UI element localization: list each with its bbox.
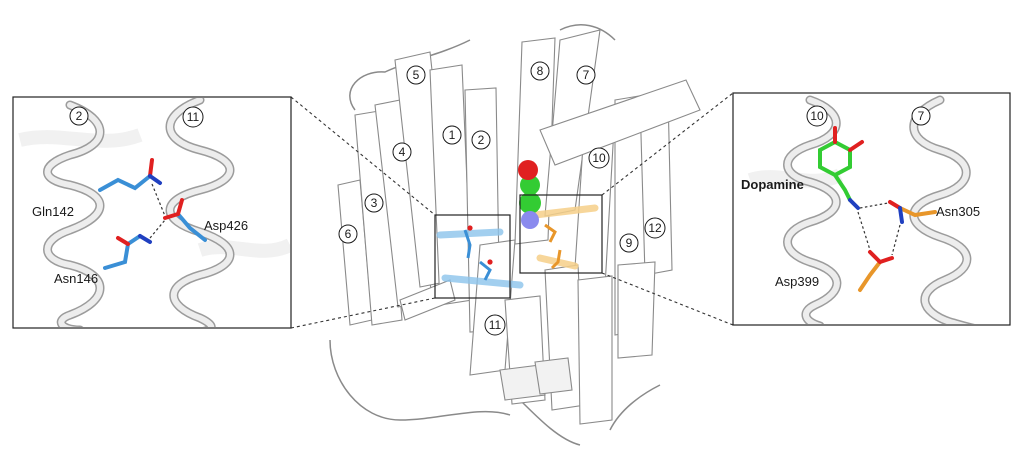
svg-text:5: 5 (413, 68, 420, 82)
svg-text:6: 6 (345, 227, 352, 241)
right-zoom-panel: 10 7 Dopamine Asn305 Asp399 (732, 92, 1011, 326)
helix-label-5: 5 (406, 65, 426, 85)
left-helix-label-11: 11 (182, 106, 204, 128)
svg-text:3: 3 (371, 196, 378, 210)
helix-label-9: 9 (619, 233, 639, 253)
ligand-label-dopamine: Dopamine (741, 177, 804, 192)
helix-label-4: 4 (392, 142, 412, 162)
helix-label-11: 11 (484, 314, 506, 336)
svg-text:11: 11 (187, 110, 200, 124)
helix-label-1: 1 (442, 125, 462, 145)
svg-text:12: 12 (648, 221, 662, 235)
residue-label-gln142: Gln142 (32, 204, 74, 219)
svg-text:7: 7 (918, 109, 925, 123)
right-helix-label-7: 7 (911, 106, 931, 126)
left-zoom-panel: 2 11 Gln142 Asp426 Asn146 (12, 96, 292, 329)
svg-text:2: 2 (478, 133, 485, 147)
helix-label-8: 8 (530, 61, 550, 81)
right-helix-label-10: 10 (806, 105, 828, 127)
svg-text:9: 9 (626, 236, 633, 250)
svg-text:8: 8 (537, 64, 544, 78)
protein-overview: 5 8 7 1 2 4 3 6 10 12 9 11 (329, 24, 701, 446)
zoom-box-left (434, 214, 511, 299)
left-helix-label-2: 2 (69, 106, 89, 126)
residue-label-asn146: Asn146 (54, 271, 98, 286)
helix-label-6: 6 (338, 224, 358, 244)
helix-label-12: 12 (644, 217, 666, 239)
svg-text:10: 10 (810, 109, 824, 123)
helix-label-10: 10 (588, 147, 610, 169)
svg-text:1: 1 (449, 128, 456, 142)
svg-text:4: 4 (399, 145, 406, 159)
zoom-box-right (519, 194, 603, 274)
zoom-connectors (290, 92, 734, 329)
svg-text:11: 11 (489, 318, 502, 332)
svg-text:10: 10 (592, 151, 606, 165)
residue-label-asp426: Asp426 (204, 218, 248, 233)
helix-label-7: 7 (576, 65, 596, 85)
residue-label-asn305: Asn305 (936, 204, 980, 219)
residue-label-asp399: Asp399 (775, 274, 819, 289)
helix-label-3: 3 (364, 193, 384, 213)
helix-label-2: 2 (471, 130, 491, 150)
svg-text:2: 2 (76, 109, 83, 123)
svg-text:7: 7 (583, 68, 590, 82)
